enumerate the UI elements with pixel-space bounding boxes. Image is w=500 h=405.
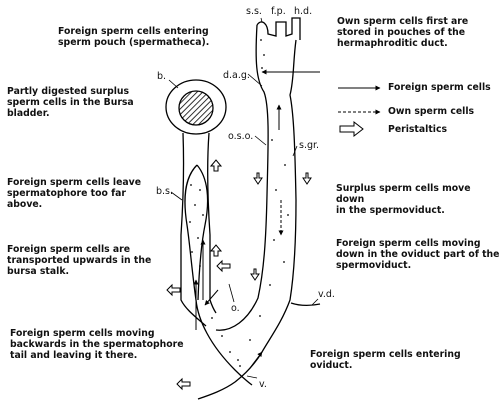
peristalsis-arrow-icon <box>302 172 312 185</box>
label-vd: v.d. <box>318 289 335 300</box>
annotation-foreign-entering-pouch: Foreign sperm cells entering sperm pouch… <box>58 26 210 49</box>
annotation-foreign-transported-upwards: Foreign sperm cells are transported upwa… <box>7 244 152 278</box>
peristalsis-arrow-icon <box>250 268 260 281</box>
label-fp: f.p. <box>271 6 286 17</box>
spermatophore-tail <box>195 299 253 386</box>
annotation-foreign-moving-backwards: Foreign sperm cells moving backwards in … <box>10 328 184 362</box>
bursa-bladder <box>165 79 227 135</box>
spermoviduct <box>197 24 297 400</box>
peristalsis-arrow-icon <box>253 172 263 185</box>
legend-own-label: Own sperm cells <box>388 106 475 117</box>
hermaphroditic-duct-pouches <box>256 17 301 40</box>
peristalsis-arrow-icon <box>209 159 223 172</box>
organ-outlines <box>165 17 321 400</box>
sperm-stipple <box>189 39 289 367</box>
label-oso: o.s.o. <box>228 131 254 142</box>
label-o: o. <box>231 303 240 314</box>
annotation-own-stored-pouches: Own sperm cells first are stored in pouc… <box>337 16 469 50</box>
annotation-surplus-move-down: Surplus sperm cells move down in the spe… <box>336 183 471 217</box>
leader-lines <box>168 17 319 379</box>
legend-peristaltics-label: Peristaltics <box>388 124 448 135</box>
annotation-foreign-entering-oviduct: Foreign sperm cells entering oviduct. <box>310 349 461 372</box>
legend-symbols <box>338 85 381 138</box>
foreign-flow-arrow-tail <box>204 289 219 306</box>
peristaltic-markers <box>166 159 312 391</box>
peristalsis-arrow-icon <box>166 283 181 297</box>
peristalsis-arrow-icon <box>209 244 223 257</box>
label-b: b. <box>157 71 167 82</box>
foreign-flow-arrow-oviduct <box>249 351 263 369</box>
annotation-foreign-leave-spermatophore: Foreign sperm cells leave spermatophore … <box>7 177 142 211</box>
label-v: v. <box>259 379 267 390</box>
label-ss: s.s. <box>246 6 262 17</box>
peristalsis-arrow-icon <box>176 377 191 391</box>
flow-arrows <box>193 104 284 369</box>
annotation-partly-digested: Partly digested surplus sperm cells in t… <box>7 86 134 120</box>
label-sgr: s.gr. <box>299 140 320 151</box>
label-dag: d.a.g. <box>223 70 250 81</box>
legend-peristaltics-arrow-icon <box>339 120 364 138</box>
legend-foreign-label: Foreign sperm cells <box>388 82 491 93</box>
bursa-stalk <box>180 132 217 327</box>
spermatophore <box>184 164 209 301</box>
vas-deferens <box>290 302 321 307</box>
label-hd: h.d. <box>294 6 313 17</box>
peristalsis-arrow-icon <box>216 259 231 273</box>
annotation-foreign-moving-down-oviduct: Foreign sperm cells moving down in the o… <box>336 238 500 272</box>
label-bs: b.s. <box>156 186 174 197</box>
